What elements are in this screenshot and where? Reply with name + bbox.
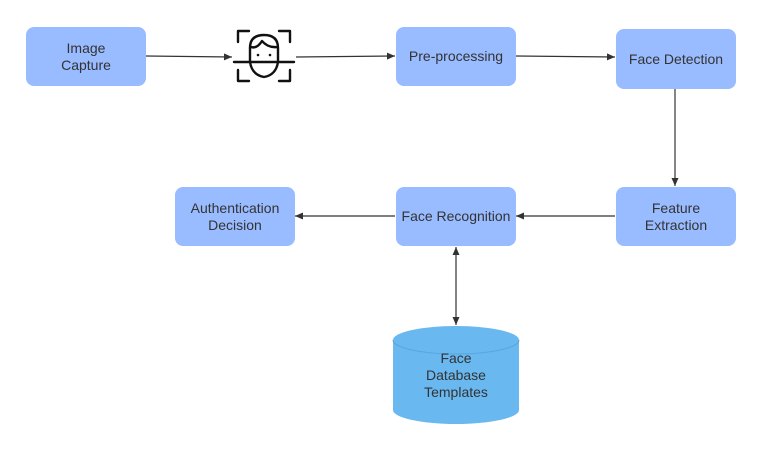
edge-preprocessing-to-detection (515, 53, 616, 61)
authentication-decision-label-line1: Authentication (190, 199, 280, 216)
image-capture-label-line2: Capture (61, 56, 111, 73)
face-database-label: Face Database Templates (392, 350, 520, 401)
image-capture-label-line1: Image (66, 39, 106, 56)
face-recognition-node: Face Recognition (396, 187, 516, 246)
face-scan-icon (232, 29, 296, 83)
edge-icon-to-preprocessing (295, 52, 396, 60)
face-database-label-line2: Database (426, 367, 486, 383)
face-database-cylinder (392, 326, 520, 424)
image-capture-node: Image Capture (26, 27, 146, 86)
face-recognition-label: Face Recognition (401, 208, 511, 224)
preprocessing-node: Pre-processing (396, 27, 516, 86)
authentication-decision-label-line2: Decision (208, 216, 262, 233)
feature-extraction-label-line1: Feature (651, 199, 701, 216)
edge-capture-to-icon (145, 53, 233, 61)
face-database-label-line3: Templates (424, 384, 488, 400)
authentication-decision-node: Authentication Decision (175, 187, 295, 246)
face-database-label-line1: Face (440, 350, 472, 366)
face-detection-label: Face Detection (628, 50, 724, 67)
face-detection-node: Face Detection (616, 29, 736, 89)
feature-extraction-node: Feature Extraction (616, 187, 736, 246)
feature-extraction-label-line2: Extraction (644, 216, 708, 233)
preprocessing-label: Pre-processing (408, 48, 504, 64)
